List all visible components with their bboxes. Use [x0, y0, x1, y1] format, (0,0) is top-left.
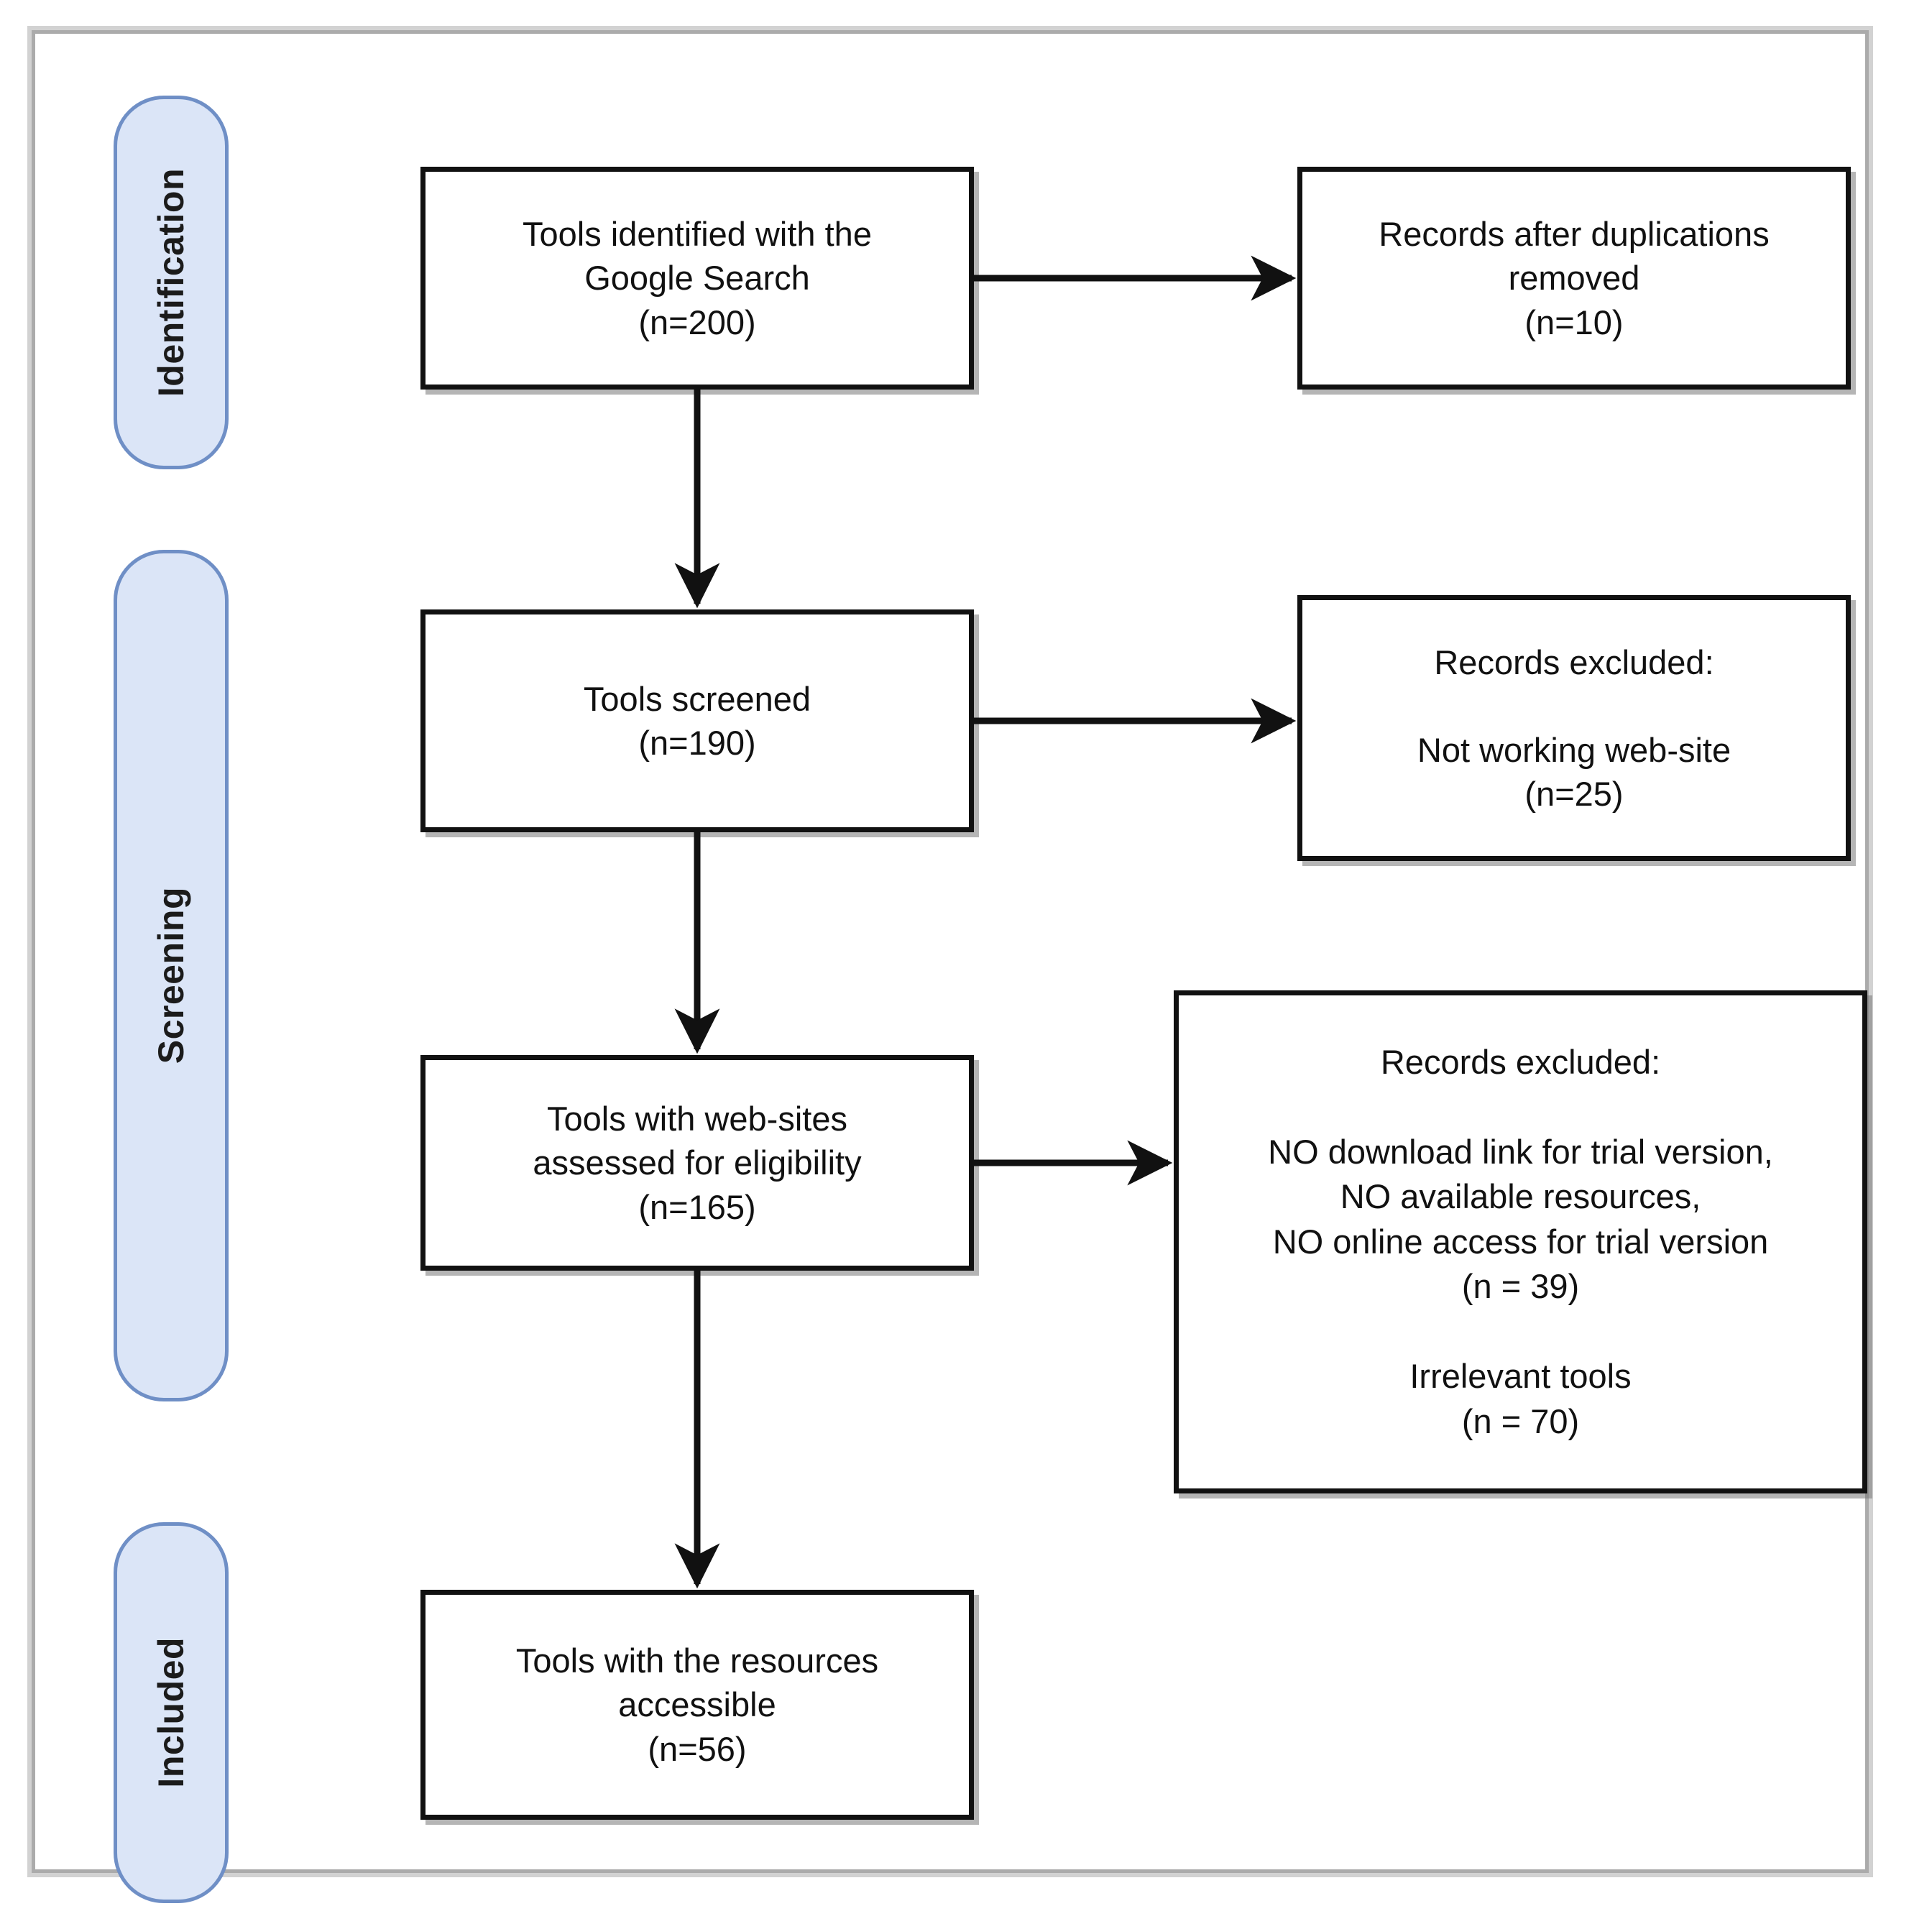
box-records-excluded-screening: Records excluded: Not working web-site (… — [1297, 595, 1851, 861]
stage-label-included: Included — [114, 1522, 229, 1903]
box-records-excluded-screening-text: Records excluded: Not working web-site (… — [1417, 643, 1731, 814]
box-tools-identified-text: Tools identified with the Google Search … — [523, 215, 872, 341]
box-tools-resources-accessible-text: Tools with the resources accessible (n=5… — [515, 1642, 879, 1768]
stage-label-identification: Identification — [114, 96, 229, 469]
stage-label-identification-text: Identification — [151, 167, 191, 397]
box-tools-assessed: Tools with web-sites assessed for eligib… — [420, 1055, 974, 1271]
stage-label-screening: Screening — [114, 550, 229, 1401]
box-records-after-duplications: Records after duplications removed (n=10… — [1297, 167, 1851, 390]
box-records-excluded-eligibility-text: Records excluded: NO download link for t… — [1268, 1042, 1773, 1440]
stage-label-included-text: Included — [151, 1637, 191, 1788]
stage-label-screening-text: Screening — [151, 887, 191, 1064]
box-tools-identified: Tools identified with the Google Search … — [420, 167, 974, 390]
box-records-after-duplications-text: Records after duplications removed (n=10… — [1379, 215, 1770, 341]
box-tools-screened-text: Tools screened (n=190) — [583, 679, 811, 762]
box-tools-resources-accessible: Tools with the resources accessible (n=5… — [420, 1590, 974, 1820]
box-tools-screened: Tools screened (n=190) — [420, 609, 974, 832]
box-records-excluded-eligibility: Records excluded: NO download link for t… — [1174, 990, 1867, 1493]
box-tools-assessed-text: Tools with web-sites assessed for eligib… — [533, 1100, 862, 1226]
